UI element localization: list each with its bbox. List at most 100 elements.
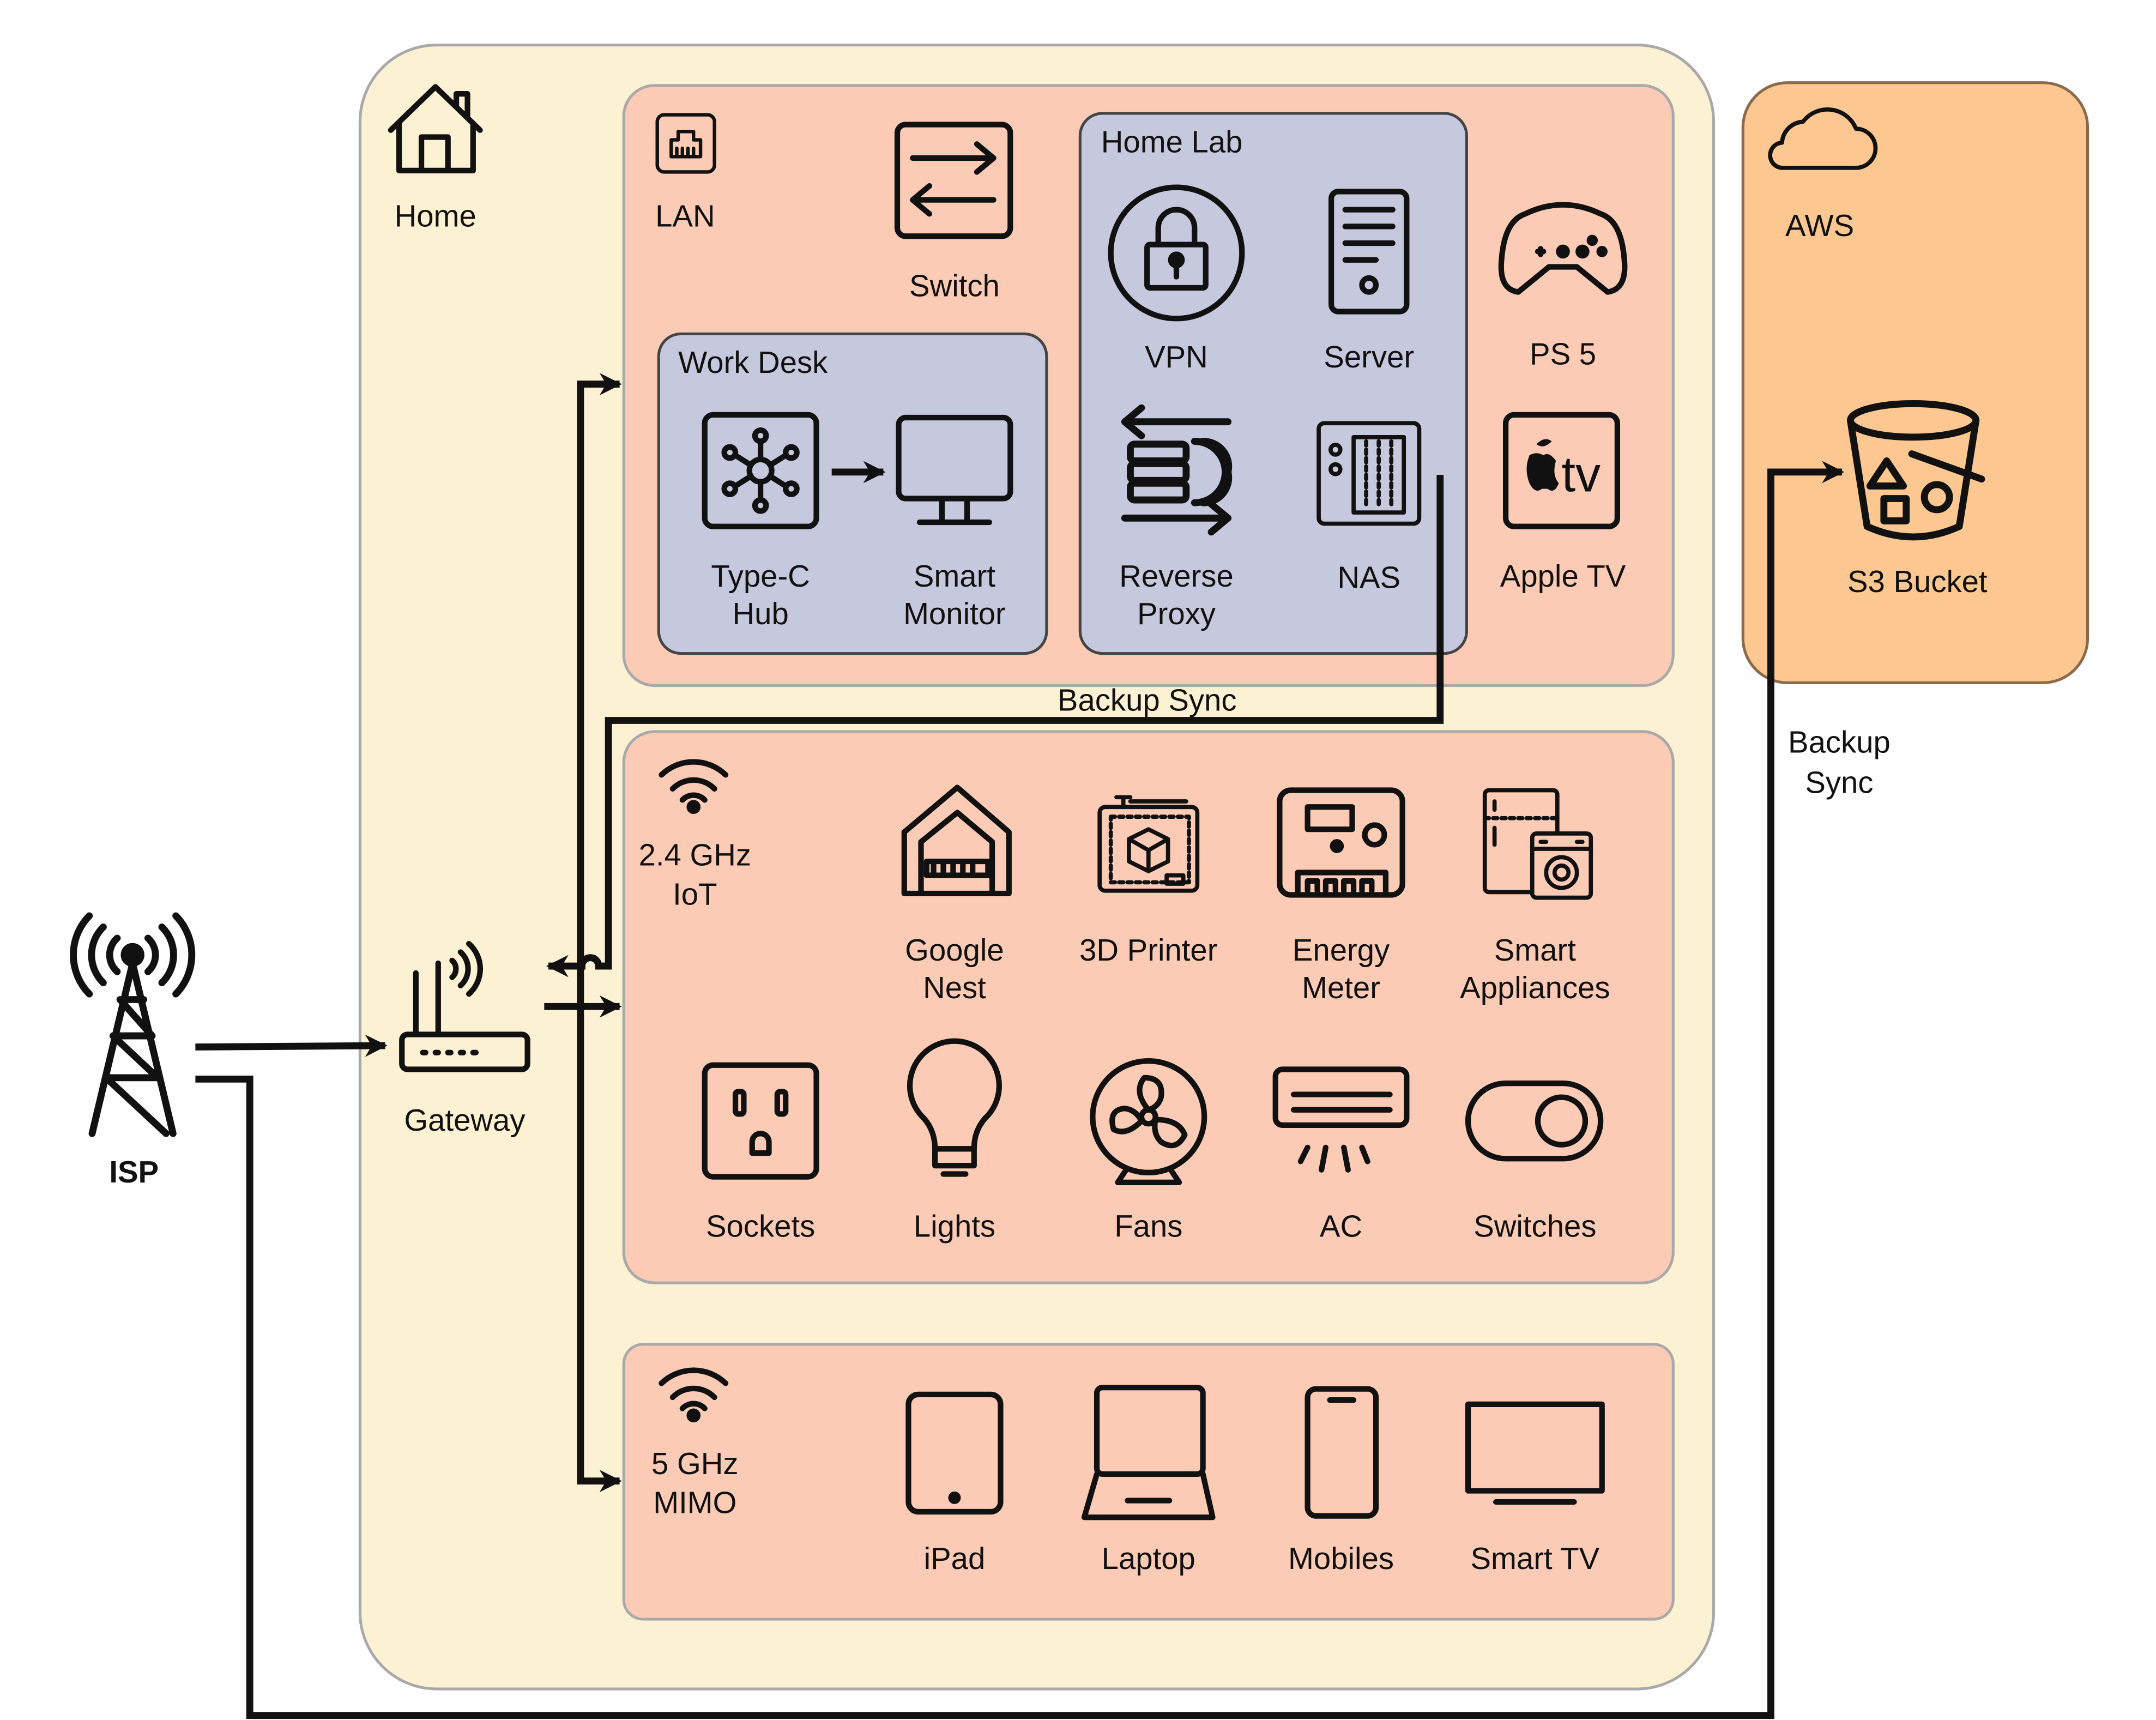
mobiles-label: Mobiles [1288, 1541, 1394, 1576]
ethernet-port-icon [655, 113, 716, 174]
mimo-label-line1: 5 GHz [651, 1446, 739, 1481]
gamepad-icon [1498, 202, 1628, 295]
house-icon [388, 84, 483, 174]
gateway-to-mimo-arrow [577, 1006, 622, 1493]
monitor-icon [896, 414, 1013, 526]
phone-icon [1305, 1386, 1379, 1519]
mobiles-node: Mobiles [1288, 1386, 1394, 1576]
connectors [195, 373, 1845, 1719]
iot-label-line1: 2.4 GHz [639, 838, 752, 872]
usb-hub-icon [702, 412, 819, 529]
reverse-proxy-label-line1: Reverse [1119, 559, 1234, 593]
toggle-switch-icon [1465, 1080, 1604, 1162]
server-node: Server [1324, 189, 1414, 374]
nas-label: NAS [1337, 560, 1400, 594]
isp-to-s3-backup-arrow [195, 461, 1845, 1719]
aws-backup-sync-label-line1: Backup [1788, 725, 1891, 759]
nas-backup-sync-arrow [546, 474, 1444, 977]
ipad-node: iPad [905, 1391, 1004, 1576]
tablet-icon [905, 1391, 1004, 1515]
type-c-hub-label-line1: Type-C [711, 559, 810, 593]
iot-header: 2.4 GHz IoT [639, 759, 752, 911]
apple-tv-icon [1502, 412, 1621, 529]
router-icon [399, 940, 530, 1072]
smart-monitor-label-line1: Smart [914, 559, 996, 593]
light-bulb-icon [907, 1038, 1002, 1177]
smart-appliances-label-line1: Smart [1494, 933, 1577, 967]
s3-bucket-node: S3 Bucket [1846, 400, 1988, 599]
laptop-node: Laptop [1081, 1385, 1216, 1576]
isp-label: ISP [109, 1155, 159, 1189]
air-conditioner-icon [1272, 1066, 1410, 1173]
switches-label: Switches [1473, 1209, 1596, 1244]
google-nest-node: Google Nest [901, 784, 1012, 1005]
lan-label: LAN [655, 198, 715, 233]
aws-backup-sync-label-line2: Sync [1805, 765, 1873, 800]
lights-label: Lights [914, 1209, 995, 1244]
aws-container [1741, 81, 2089, 684]
appliances-icon [1482, 788, 1593, 900]
apple-tv-node: tv Apple TV [1500, 412, 1626, 593]
isp-to-gateway-arrow [195, 1034, 388, 1057]
lights-node: Lights [907, 1038, 1002, 1244]
type-c-hub-node: Type-C Hub [702, 412, 819, 631]
laptop-icon [1081, 1385, 1216, 1520]
apple-tv-label: Apple TV [1500, 559, 1626, 593]
bucket-icon [1846, 400, 1985, 541]
switches-node: Switches [1465, 1080, 1604, 1244]
cell-tower-icon [70, 912, 196, 1137]
iot-zone [622, 730, 1675, 1284]
server-tower-icon [1328, 189, 1410, 315]
lock-icon [1108, 184, 1245, 322]
home-lab-label: Home Lab [1101, 125, 1243, 159]
sockets-label: Sockets [706, 1209, 815, 1244]
mimo-zone [622, 1343, 1675, 1621]
vpn-node: VPN [1108, 184, 1245, 374]
nas-node: NAS [1316, 421, 1422, 594]
smart-appliances-node: Smart Appliances [1460, 788, 1610, 1005]
mimo-label-line2: MIMO [653, 1486, 736, 1520]
google-nest-label-line2: Nest [923, 970, 986, 1005]
switch-node: Switch [894, 122, 1013, 303]
iot-label-line2: IoT [673, 877, 717, 911]
reverse-proxy-label-line2: Proxy [1137, 596, 1216, 631]
fans-label: Fans [1114, 1209, 1182, 1244]
3d-printer-node: 3D Printer [1079, 795, 1217, 967]
server-label: Server [1324, 340, 1414, 374]
lan-backup-sync-label: Backup Sync [1058, 683, 1237, 717]
ac-label: AC [1320, 1209, 1362, 1244]
switch-arrows-icon [894, 122, 1013, 239]
smart-home-icon [901, 784, 1012, 897]
isp-node: ISP [70, 912, 196, 1189]
home-label: Home [395, 198, 476, 233]
smart-tv-node: Smart TV [1465, 1401, 1605, 1576]
fans-node: Fans [1090, 1058, 1207, 1244]
smart-appliances-label-line2: Appliances [1460, 970, 1610, 1005]
smart-monitor-label-line2: Monitor [903, 596, 1006, 631]
lan-header: LAN [655, 113, 716, 233]
reverse-proxy-icon [1121, 404, 1233, 536]
s3-bucket-label: S3 Bucket [1847, 564, 1988, 599]
3d-printer-icon [1097, 795, 1200, 893]
home-header: Home [388, 84, 483, 233]
ps5-node: PS 5 [1498, 202, 1628, 371]
aws-header: AWS [1768, 107, 1878, 243]
apple-tv-icon-glyph: tv [1561, 446, 1601, 503]
nas-icon [1316, 421, 1422, 526]
socket-icon [702, 1062, 819, 1180]
ipad-label: iPad [924, 1541, 986, 1576]
google-nest-label-line1: Google [905, 933, 1004, 967]
smart-monitor-node: Smart Monitor [896, 414, 1013, 631]
gateway-to-lan-arrow [577, 373, 622, 1007]
wifi-icon [659, 1367, 729, 1423]
switch-label: Switch [909, 268, 1000, 303]
gateway-node: Gateway [399, 940, 530, 1137]
ps5-label: PS 5 [1530, 337, 1596, 371]
energy-meter-icon [1277, 787, 1405, 898]
vpn-label: VPN [1145, 340, 1208, 374]
mimo-header: 5 GHz MIMO [651, 1367, 739, 1520]
laptop-label: Laptop [1102, 1541, 1195, 1576]
gateway-label: Gateway [404, 1103, 526, 1137]
energy-meter-node: Energy Meter [1277, 787, 1405, 1005]
